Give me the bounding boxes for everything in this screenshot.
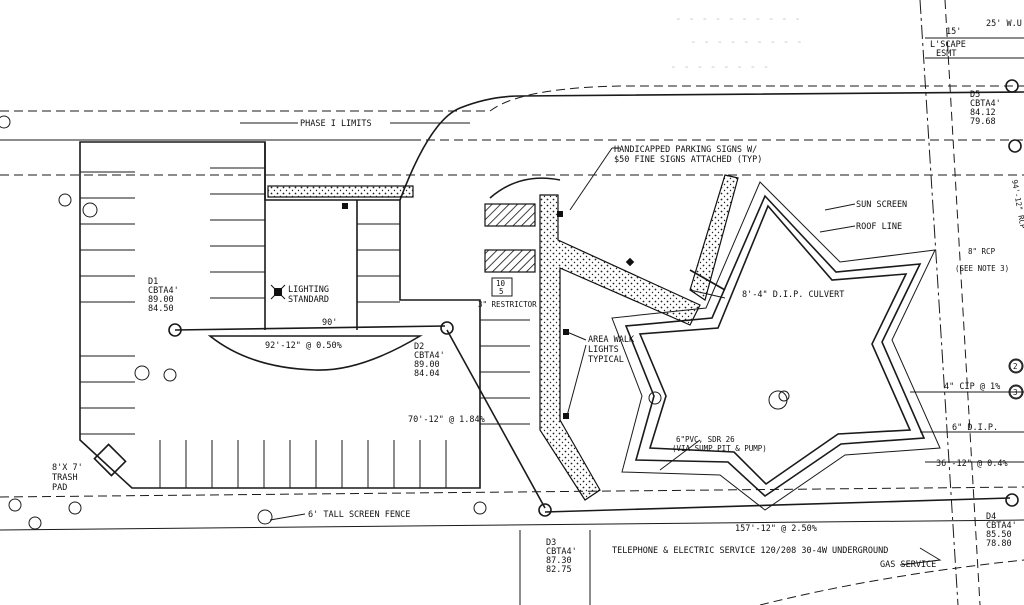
structure-d3-callout: D3 CBTA4' 87.30 82.75 — [546, 538, 577, 575]
trash-label-2: TRASH — [52, 473, 78, 483]
svg-text:84.50: 84.50 — [148, 304, 174, 314]
structure-d1-callout: D1 CBTA4' 89.00 84.50 — [148, 277, 179, 314]
svg-text:D4: D4 — [986, 512, 996, 522]
gas-leader — [899, 547, 942, 566]
marker-2-label: 2 — [1013, 362, 1018, 371]
landscape-esmt-label-1: L'SCAPE — [930, 40, 966, 50]
cip-label: 4" CIP @ 1% — [944, 382, 1000, 392]
svg-text:84.12: 84.12 — [970, 108, 996, 118]
building-footprint — [611, 181, 941, 511]
pvc-label-2: (VIA SUMP PIT & PUMP) — [672, 444, 767, 453]
screen-fence — [0, 486, 1024, 498]
marker-circle-3 — [1008, 384, 1024, 400]
leader-lines — [269, 147, 856, 521]
svg-text:D1: D1 — [148, 277, 158, 287]
lighting-standard-label-2: STANDARD — [288, 295, 329, 305]
flow-tag — [491, 277, 513, 297]
svg-text:D2: D2 — [414, 342, 424, 352]
svg-text:84.04: 84.04 — [414, 369, 440, 379]
culvert-label: 8'-4" D.I.P. CULVERT — [742, 290, 844, 300]
phase-limits-label: PHASE I LIMITS — [300, 119, 372, 129]
west-parking-lot — [79, 141, 530, 489]
landscape-esmt-label-2: ESMT — [936, 49, 956, 59]
area-walk-label-2: LIGHTS — [588, 345, 619, 355]
fence-label: 6' TALL SCREEN FENCE — [308, 510, 410, 520]
pvc-label-1: 6"PVC, SDR 26 — [676, 435, 735, 444]
gas-label: GAS SERVICE — [880, 560, 936, 570]
marker-3-label: 3 — [1013, 388, 1018, 397]
svg-text:85.50: 85.50 — [986, 530, 1012, 540]
see-note-label: (SEE NOTE 3) — [955, 264, 1009, 273]
structure-d5-callout: D5 CBTA4' 84.12 79.68 — [970, 90, 1001, 127]
phase-limit-boundary — [399, 91, 1024, 201]
storm-pipes — [174, 269, 1024, 513]
pipe-36-label: 36'-12" @ 0.4% — [936, 459, 1008, 469]
svg-text:89.00: 89.00 — [148, 295, 174, 305]
dim-25-label: 25' W.U — [986, 19, 1022, 29]
faded-background-text: - - - - - - - - - - - - - - - - - - - - … — [670, 12, 803, 73]
svg-text:79.68: 79.68 — [970, 117, 996, 127]
catch-basins — [168, 79, 1023, 517]
dim-15-label: 15' — [946, 27, 961, 37]
light-fixtures — [270, 203, 635, 419]
handicap-signs-label-1: HANDICAPPED PARKING SIGNS W/ — [614, 145, 757, 155]
pipe-157-label: 157'-12" @ 2.50% — [735, 524, 817, 534]
svg-text:CBTA4': CBTA4' — [148, 286, 179, 296]
svg-text:82.75: 82.75 — [546, 565, 572, 575]
pipe-70-label: 70'-12" @ 1.84% — [408, 415, 485, 425]
svg-text:87.30: 87.30 — [546, 556, 572, 566]
dim-90-label: 90' — [322, 318, 337, 328]
handicap-signs-label-2: $50 FINE SIGNS ATTACHED (TYP) — [614, 155, 762, 165]
marker-circle-2 — [1008, 358, 1024, 374]
svg-text:78.80: 78.80 — [986, 539, 1012, 549]
structure-d4-callout: D4 CBTA4' 85.50 78.80 — [986, 512, 1017, 549]
roof-line-label: ROOF LINE — [856, 222, 902, 232]
handicap-space-1 — [484, 203, 536, 227]
svg-text:CBTA4': CBTA4' — [546, 547, 577, 557]
svg-text:D5: D5 — [970, 90, 980, 100]
svg-text:D3: D3 — [546, 538, 556, 548]
telephone-label: TELEPHONE & ELECTRIC SERVICE 120/208 30-… — [612, 546, 888, 556]
pipe-94-label: 94'-12" RCP — [1010, 179, 1024, 230]
structure-d2-callout: D2 CBTA4' 89.00 84.04 — [414, 342, 445, 379]
trash-label-3: PAD — [52, 483, 67, 493]
walkway — [489, 174, 739, 501]
flow-tag-top: 10 — [496, 279, 506, 288]
rcp-label: 8" RCP — [968, 247, 996, 256]
svg-text:CBTA4': CBTA4' — [986, 521, 1017, 531]
curb-strip-north — [267, 185, 414, 198]
svg-text:- - - - - - - - -: - - - - - - - - - — [690, 35, 803, 48]
landscape-trees — [0, 115, 662, 530]
svg-text:CBTA4': CBTA4' — [414, 351, 445, 361]
lighting-standard-label-1: LIGHTING — [288, 285, 329, 295]
pipe-92-label: 92'-12" @ 0.50% — [265, 341, 342, 351]
area-walk-label-3: TYPICAL — [588, 355, 624, 365]
handicap-space-2 — [484, 249, 536, 273]
gas-line — [759, 559, 1024, 605]
svg-text:- - - - - - - - - -: - - - - - - - - - - — [675, 12, 801, 25]
dip-label: 6" D.I.P. — [952, 423, 998, 433]
svg-text:- - - - - - - -: - - - - - - - - — [670, 60, 769, 73]
lot-line — [0, 519, 1024, 531]
svg-text:CBTA4': CBTA4' — [970, 99, 1001, 109]
sun-screen-label: SUN SCREEN — [856, 200, 907, 210]
trash-label-1: 8'X 7' — [52, 463, 83, 473]
restrictor-label: 3" RESTRICTOR — [478, 300, 537, 309]
svg-text:89.00: 89.00 — [414, 360, 440, 370]
area-walk-label-1: AREA WALK — [588, 335, 635, 345]
flow-tag-bottom: 5 — [499, 287, 504, 296]
trash-pad — [93, 443, 127, 477]
